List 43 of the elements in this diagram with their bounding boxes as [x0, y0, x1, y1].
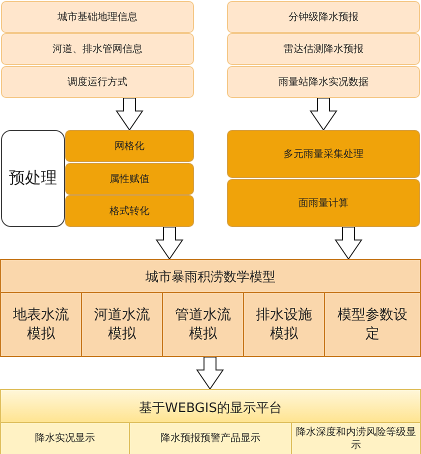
input-box	[1, 66, 194, 98]
process-box	[65, 195, 194, 227]
input-box	[227, 33, 420, 65]
node-label: 属性赋值	[110, 172, 150, 186]
node-label: 河道水流模拟	[93, 306, 151, 343]
input-box	[1, 33, 194, 65]
node-label: 管道水流模拟	[174, 306, 232, 343]
node-label: 基于WEBGIS的显示平台	[139, 400, 282, 417]
node-label: 城市基础地理信息	[58, 10, 138, 24]
block-arrow	[334, 226, 362, 260]
input-box	[227, 1, 420, 33]
node-label: 面雨量计算	[298, 196, 348, 210]
block-arrow	[156, 226, 184, 260]
node-label: 模型参数设定	[336, 306, 408, 343]
node-label: 雷达估测降水预报	[284, 42, 364, 56]
stage-box	[1, 130, 65, 227]
node-label: 分钟级降水预报	[288, 10, 358, 24]
model-panel	[0, 259, 421, 357]
process-box	[65, 130, 194, 162]
display-box	[129, 422, 292, 454]
node-label: 城市暴雨积涝数学模型	[146, 269, 276, 286]
node-label: 地表水流模拟	[12, 306, 70, 343]
node-label: 网格化	[114, 140, 144, 153]
process-box	[65, 163, 194, 195]
node-label: 河道、排水管网信息	[52, 42, 142, 56]
node-label: 降水预报预警产品显示	[160, 432, 260, 445]
node-label: 格式转化	[110, 204, 150, 218]
node-label: 降水实况显示	[35, 432, 95, 445]
platform-panel	[0, 389, 421, 454]
node-label: 排水设施模拟	[255, 306, 313, 343]
node-label: 预处理	[9, 168, 57, 189]
block-arrow	[196, 356, 224, 390]
input-box	[1, 1, 194, 33]
node-label: 降水深度和内涝风险等级显示	[295, 426, 417, 452]
process-box	[227, 179, 420, 227]
block-arrow	[116, 98, 144, 131]
node-label: 雨量站降水实况数据	[278, 76, 368, 89]
display-box	[0, 422, 130, 454]
node-label: 多元雨量采集处理	[284, 148, 364, 161]
node-label: 调度运行方式	[68, 76, 128, 89]
block-arrow	[310, 98, 338, 131]
input-box	[227, 66, 420, 98]
process-box	[227, 130, 420, 178]
